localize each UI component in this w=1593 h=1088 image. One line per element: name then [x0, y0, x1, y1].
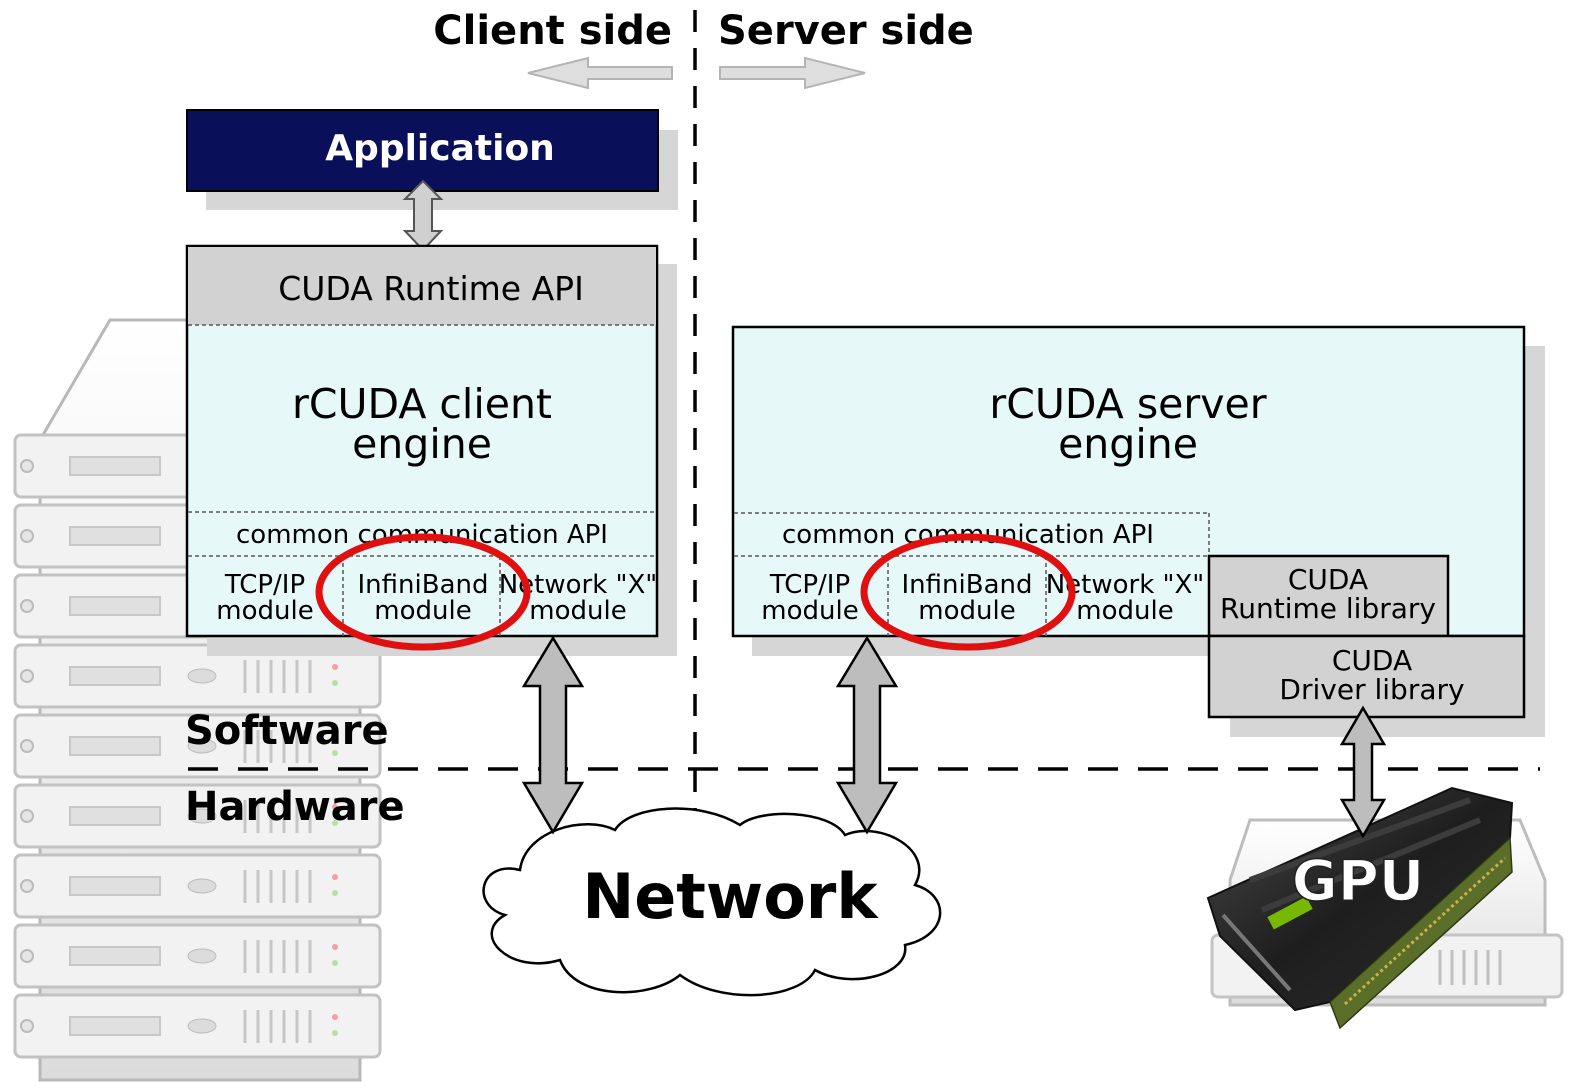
- left-arrow-icon: [527, 56, 673, 90]
- driver-gpu-arrow-icon: [1339, 705, 1387, 839]
- client-network-x-module-line2: module: [529, 596, 626, 626]
- cuda-runtime-api-box: [188, 247, 656, 325]
- server-infiniband-module-line1: InfiniBand: [902, 570, 1033, 600]
- client-network-arrow-icon: [521, 635, 585, 835]
- server-tcpip-module-line2: module: [761, 596, 858, 626]
- server-network-x-module-line2: module: [1076, 596, 1173, 626]
- application-box: [186, 109, 659, 192]
- cuda-runtime-library-box: [1207, 554, 1450, 638]
- server-infiniband-module-line2: module: [918, 596, 1015, 626]
- gpu-card-icon: [1206, 786, 1514, 1030]
- client-tcpip-module-line1: TCP/IP: [224, 570, 305, 600]
- rack-unit: [13, 993, 382, 1059]
- client-side-label: Client side: [433, 8, 672, 54]
- cuda-driver-library-line2: Driver library: [1279, 673, 1464, 706]
- client-infiniband-module-line2: module: [374, 596, 471, 626]
- rcuda-server-engine-line2: engine: [1058, 420, 1198, 468]
- client-infiniband-module-line1: InfiniBand: [358, 570, 489, 600]
- server-network-arrow-icon: [835, 635, 899, 835]
- client-infiniband-highlight: [315, 533, 531, 651]
- cloud-icon: [482, 807, 942, 997]
- cuda-driver-library-line1: CUDA: [1332, 644, 1412, 677]
- gpu-label: GPU: [1292, 849, 1424, 914]
- network-label: Network: [582, 860, 879, 933]
- cuda-runtime-library-line2: Runtime library: [1220, 592, 1436, 625]
- application-label: Application: [325, 128, 555, 169]
- server-infiniband-highlight: [860, 533, 1076, 651]
- cuda-runtime-api-label: CUDA Runtime API: [278, 269, 584, 308]
- hardware-label: Hardware: [185, 784, 405, 830]
- server-tcpip-module-line1: TCP/IP: [769, 570, 850, 600]
- cuda-runtime-library-line1: CUDA: [1288, 563, 1368, 596]
- rcuda-client-engine-line1: rCUDA client: [292, 380, 552, 428]
- rcuda-server-engine-line1: rCUDA server: [989, 380, 1266, 428]
- right-arrow-icon: [719, 56, 866, 90]
- client-tcpip-module-line2: module: [216, 596, 313, 626]
- rack-unit: [13, 923, 382, 989]
- rack-unit: [13, 853, 382, 919]
- rcuda-client-engine-line2: engine: [352, 420, 492, 468]
- rack-unit: [13, 783, 382, 849]
- rack-unit: [13, 643, 382, 709]
- rack-unit: [13, 713, 382, 779]
- software-label: Software: [185, 708, 389, 754]
- server-side-label: Server side: [718, 8, 974, 54]
